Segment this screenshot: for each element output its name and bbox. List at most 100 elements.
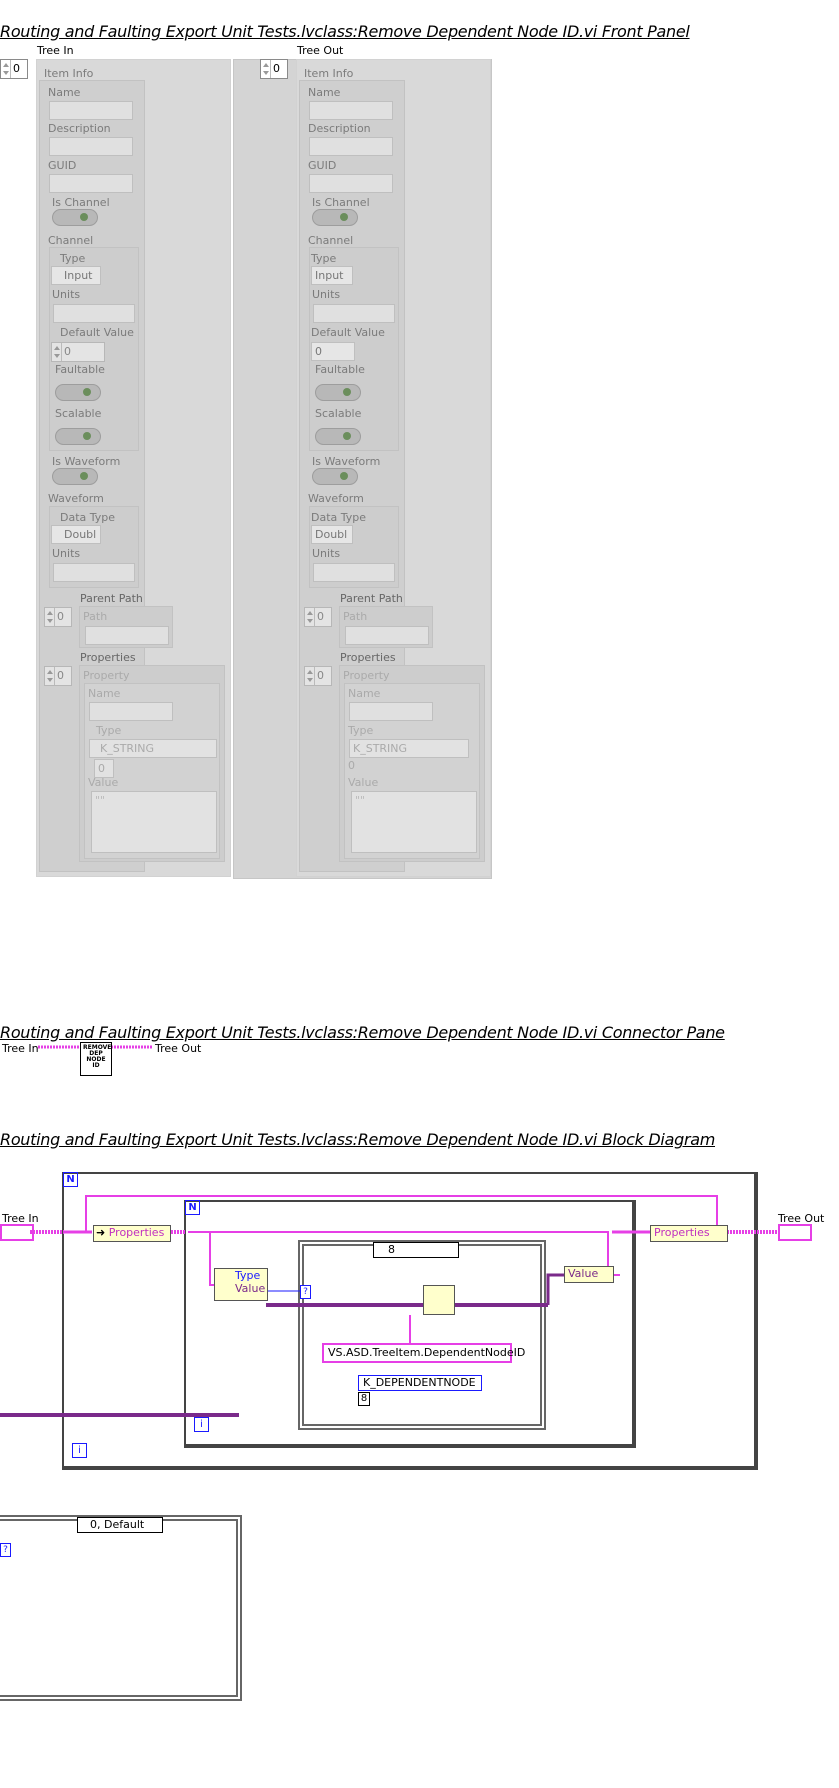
properties-write-node[interactable]: Properties [650, 1225, 728, 1242]
enum-num-constant: 8 [358, 1392, 370, 1406]
out-units-label: Units [312, 288, 341, 301]
unbundle-node[interactable]: Type Value [214, 1268, 268, 1301]
guid-field[interactable] [49, 174, 133, 193]
cp-tree-out-label: Tree Out [155, 1042, 202, 1055]
out-type-enum: Input [311, 266, 353, 285]
path-label: Path [83, 610, 108, 623]
out-prop-name-label: Name [348, 687, 381, 700]
out-scalable-led [315, 428, 361, 445]
delete-property-icon[interactable] [423, 1285, 455, 1315]
default-case-selector[interactable]: 0, Default [77, 1517, 163, 1533]
waveform-units-label: Units [52, 547, 81, 560]
prop-type-enum[interactable]: K_STRING [89, 739, 217, 758]
out-properties-label: Properties [340, 651, 396, 664]
default-value-numeric[interactable]: 0 [51, 342, 105, 362]
default-case-structure[interactable] [0, 1515, 242, 1701]
properties-index[interactable]: 0 [44, 666, 72, 686]
guid-label: GUID [48, 159, 77, 172]
connector-pane-title: Routing and Faulting Export Unit Tests.l… [0, 1023, 725, 1042]
tree-out-index[interactable]: 0 [260, 59, 288, 79]
case-selector-terminal: ? [300, 1285, 311, 1299]
out-default-value-label: Default Value [311, 326, 385, 339]
tree-out-terminal[interactable] [778, 1224, 812, 1241]
value-bundle-node[interactable]: Value [564, 1266, 614, 1283]
default-case-terminal: ? [0, 1543, 11, 1557]
case-selector[interactable]: 8 [373, 1242, 459, 1258]
path-field[interactable] [85, 626, 169, 645]
out-faultable-led [315, 384, 361, 401]
waveform-label: Waveform [48, 492, 104, 505]
outer-for-loop[interactable] [62, 1172, 758, 1470]
out-data-type-label: Data Type [311, 511, 367, 524]
out-is-channel-label: Is Channel [312, 196, 370, 209]
out-is-waveform-label: Is Waveform [312, 455, 381, 468]
value-textbox[interactable]: "" [91, 791, 217, 853]
vi-icon[interactable]: REMOVE DEP NODE ID [80, 1042, 112, 1076]
name-field[interactable] [49, 101, 133, 120]
out-description-label: Description [308, 122, 371, 135]
out-item-info-label: Item Info [304, 67, 354, 80]
out-name-field [309, 101, 393, 120]
out-prop-type-label: Type [348, 724, 374, 737]
connector-pane-svg [38, 1045, 152, 1049]
out-path-field [345, 626, 429, 645]
bd-tree-out-label: Tree Out [778, 1212, 825, 1225]
description-field[interactable] [49, 137, 133, 156]
units-field[interactable] [53, 304, 135, 323]
out-path-label: Path [343, 610, 368, 623]
properties-label: Properties [80, 651, 136, 664]
faultable-toggle[interactable] [55, 384, 101, 401]
out-waveform-units-field [313, 563, 395, 582]
out-properties-index[interactable]: 0 [304, 666, 332, 686]
out-is-waveform-led [312, 468, 358, 485]
out-name-label: Name [308, 86, 341, 99]
channel-label: Channel [48, 234, 94, 247]
cp-tree-in-label: Tree In [2, 1042, 39, 1055]
inner-loop-iteration: i [194, 1417, 209, 1432]
enum-constant[interactable]: K_DEPENDENTNODE [358, 1375, 482, 1391]
prop-type-label: Type [96, 724, 122, 737]
out-prop-type-num: 0 [348, 759, 355, 772]
is-waveform-toggle[interactable] [52, 468, 98, 485]
prop-type-num[interactable]: 0 [94, 759, 114, 778]
out-waveform-label: Waveform [308, 492, 364, 505]
is-channel-toggle[interactable] [52, 209, 98, 226]
outer-loop-count: N [63, 1172, 78, 1187]
out-faultable-label: Faultable [315, 363, 365, 376]
wires-svg [0, 1195, 778, 1417]
out-units-field [313, 304, 395, 323]
out-value-textbox: "" [351, 791, 477, 853]
value-label: Value [88, 776, 119, 789]
tree-out-label: Tree Out [297, 44, 344, 57]
out-channel-label: Channel [308, 234, 354, 247]
scalable-label: Scalable [55, 407, 102, 420]
block-diagram-title: Routing and Faulting Export Unit Tests.l… [0, 1130, 716, 1149]
property-label: Property [83, 669, 130, 682]
description-label: Description [48, 122, 111, 135]
prop-name-field[interactable] [89, 702, 173, 721]
parent-path-index[interactable]: 0 [44, 607, 72, 627]
prop-name-constant[interactable]: VS.ASD.TreeItem.DependentNodeID [322, 1343, 525, 1363]
properties-read-node[interactable]: ➜ Properties [93, 1225, 171, 1242]
prop-name-label: Name [88, 687, 121, 700]
tree-in-index[interactable]: 0 [0, 59, 28, 79]
tree-in-label: Tree In [37, 44, 74, 57]
name-label: Name [48, 86, 81, 99]
scalable-toggle[interactable] [55, 428, 101, 445]
out-property-label: Property [343, 669, 390, 682]
out-type-label: Type [311, 252, 337, 265]
default-value-label: Default Value [60, 326, 134, 339]
waveform-units-field[interactable] [53, 563, 135, 582]
bd-tree-in-label: Tree In [2, 1212, 39, 1225]
parent-path-label: Parent Path [80, 592, 143, 605]
outer-loop-iteration: i [72, 1443, 87, 1458]
front-panel-title: Routing and Faulting Export Unit Tests.l… [0, 22, 690, 41]
is-channel-label: Is Channel [52, 196, 110, 209]
out-waveform-units-label: Units [312, 547, 341, 560]
out-parent-path-index[interactable]: 0 [304, 607, 332, 627]
out-guid-label: GUID [308, 159, 337, 172]
out-guid-field [309, 174, 393, 193]
data-type-enum[interactable]: Doubl [51, 525, 101, 544]
inner-for-loop[interactable] [184, 1200, 636, 1448]
type-enum[interactable]: Input [51, 266, 101, 285]
